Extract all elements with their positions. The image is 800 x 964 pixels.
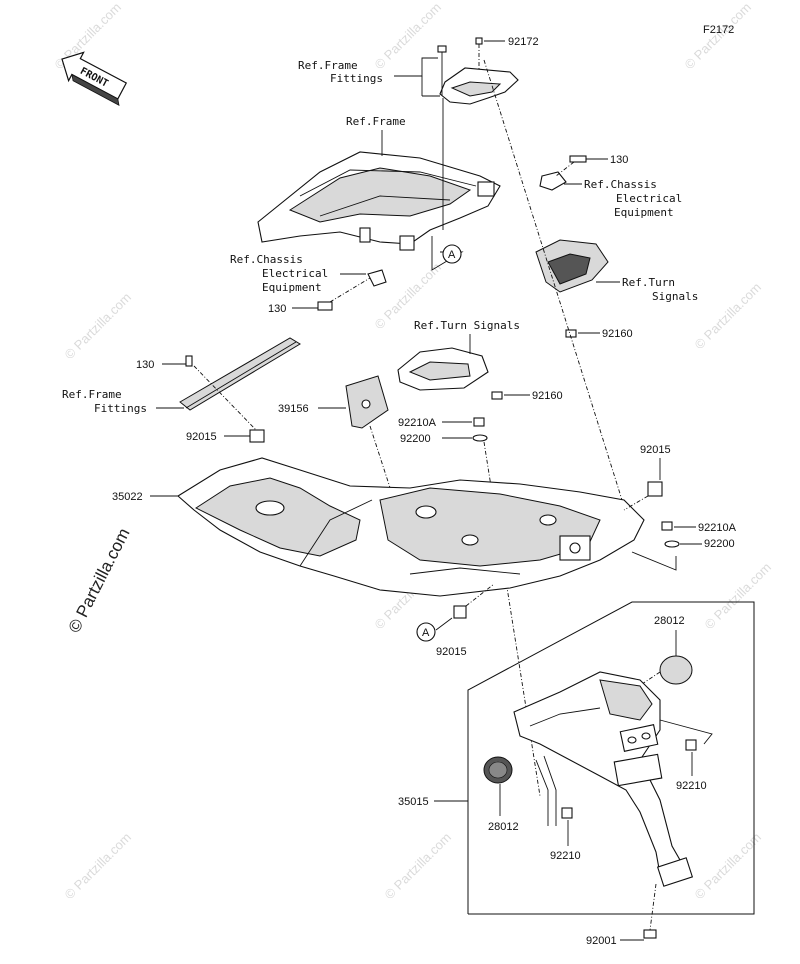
part-number-92015: 92015 <box>436 646 467 658</box>
label-ref-chassis-right: Electrical <box>616 192 682 205</box>
label-ref-chassis-right: Ref.Chassis <box>584 178 657 191</box>
label-ref-turn-signals-right: Ref.Turn <box>622 276 675 289</box>
label-ref-chassis-right: Equipment <box>614 206 674 219</box>
part-number-92160: 92160 <box>602 328 633 340</box>
part-number-92172: 92172 <box>508 36 539 48</box>
reflector-28012-top <box>659 655 693 685</box>
label-ref-turn-signals-right: Signals <box>652 290 698 303</box>
chassis-clip-right <box>539 155 608 191</box>
rear-undertray <box>177 457 645 597</box>
watermark: © Partzilla.com <box>62 830 135 903</box>
part-number-130: 130 <box>136 359 154 371</box>
label-ref-turn-signals-center: Ref.Turn Signals <box>414 319 520 332</box>
part-number-28012: 28012 <box>654 615 685 627</box>
label-ref-frame-fittings-top: Ref.Frame <box>298 59 358 72</box>
part-number-92015: 92015 <box>640 444 671 456</box>
label-ref-frame-fittings-left: Fittings <box>94 402 147 415</box>
part-number-35015: 35015 <box>398 796 429 808</box>
label-ref-frame-fittings-left: Ref.Frame <box>62 388 122 401</box>
part-number-92160: 92160 <box>532 390 563 402</box>
part-number-92001: 92001 <box>586 935 617 947</box>
frame-fitting-bar <box>179 337 301 411</box>
callout-a-circle <box>442 244 462 264</box>
watermark: © Partzilla.com <box>692 280 765 353</box>
front-arrow-icon: FRONT <box>61 51 128 106</box>
part-number-92210: 92210 <box>676 780 707 792</box>
label-ref-chassis-left: Equipment <box>262 281 322 294</box>
label-ref-chassis-left: Ref.Chassis <box>230 253 303 266</box>
part-number-35022: 35022 <box>112 491 143 503</box>
label-ref-frame: Ref.Frame <box>346 115 406 128</box>
callout-a: A <box>448 249 456 261</box>
part-number-92015: 92015 <box>186 431 217 443</box>
part-number-130: 130 <box>268 303 286 315</box>
assembly-box <box>467 601 755 915</box>
watermark: © Partzilla.com <box>682 0 755 72</box>
turn-signal-right <box>535 239 609 293</box>
part-number-130: 130 <box>610 154 628 166</box>
watermark: © Partzilla.com <box>62 290 135 363</box>
chassis-clip-left <box>317 269 387 311</box>
callout-a: A <box>422 627 430 639</box>
turn-signal-center <box>397 347 489 391</box>
part-number-92210A: 92210A <box>698 522 737 534</box>
part-number-92200: 92200 <box>704 538 735 550</box>
part-number-92210: 92210 <box>550 850 581 862</box>
diagram-code: F2172 <box>703 24 734 36</box>
part-number-39156: 39156 <box>278 403 309 415</box>
watermark: © Partzilla.com <box>382 830 455 903</box>
part-number-92200: 92200 <box>400 433 431 445</box>
part-number-28012: 28012 <box>488 821 519 833</box>
top-bracket <box>437 37 519 105</box>
watermark: © Partzilla.com <box>702 560 775 633</box>
license-plate-bracket <box>513 671 694 887</box>
watermark: © Partzilla.com <box>372 0 445 72</box>
rear-frame <box>257 151 501 251</box>
part-number-92210A: 92210A <box>398 417 437 429</box>
cover-39156 <box>345 375 389 429</box>
reflector-28012-left <box>483 756 513 784</box>
label-ref-chassis-left: Electrical <box>262 267 328 280</box>
watermark: © Partzilla.com <box>692 830 765 903</box>
watermark-vertical: © Partzilla.com <box>65 525 134 636</box>
label-ref-frame-fittings-top: Fittings <box>330 72 383 85</box>
callout-a-circle <box>416 622 436 642</box>
